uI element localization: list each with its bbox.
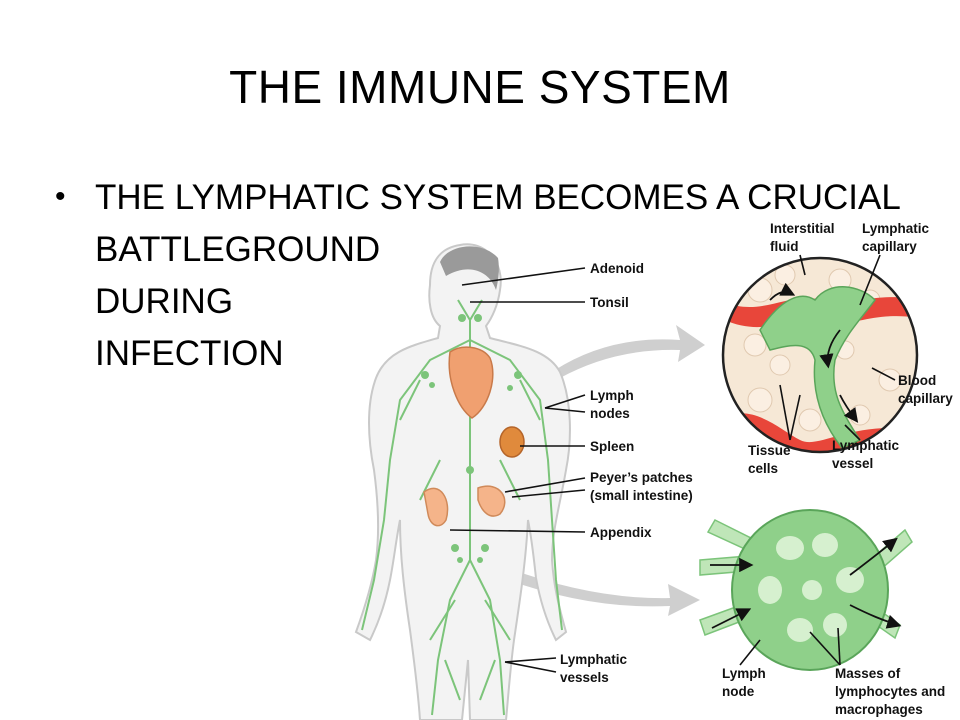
label-lymphatic-vessel-1: Lymphatic — [832, 438, 900, 453]
upper-connector-arrow — [555, 325, 705, 378]
label-lymphatic-vessels-1: Lymphatic — [560, 652, 628, 667]
label-lymph-node-2: node — [722, 684, 755, 699]
body-pointer-lines — [449, 267, 586, 673]
thymus-heart-organ — [448, 346, 494, 419]
bullet-line-4: INFECTION — [95, 334, 284, 373]
intestine-organ — [423, 485, 506, 527]
label-tissue-cells-1: Tissue — [748, 443, 791, 458]
label-lymph-nodes-1: Lymph — [590, 388, 634, 403]
label-blood-capillary-2: capillary — [898, 391, 953, 406]
slide-title: THE IMMUNE SYSTEM — [229, 61, 731, 113]
label-interstitial-1: Interstitial — [770, 221, 835, 236]
label-lymphatic-vessels-2: vessels — [560, 670, 609, 685]
bullet-line-3: DURING — [95, 282, 234, 321]
bullet-line-2: BATTLEGROUND — [95, 230, 381, 269]
human-body — [354, 243, 571, 720]
label-lymph-nodes-2: nodes — [590, 406, 630, 421]
label-masses-1: Masses of — [835, 666, 901, 681]
bullet-line-1: THE LYMPHATIC SYSTEM BECOMES A CRUCIAL — [95, 178, 901, 217]
label-masses-2: lymphocytes and — [835, 684, 945, 699]
lymph-vessel-network — [361, 299, 563, 716]
node-flow-arrows — [710, 537, 902, 629]
lymphocyte-masses — [758, 533, 864, 642]
lower-connector-arrow — [495, 565, 700, 616]
label-lymphatic-vessel-2: vessel — [832, 456, 873, 471]
capillary-magnification — [721, 254, 919, 454]
head-hair — [440, 246, 499, 290]
label-lymph-capillary-1: Lymphatic — [862, 221, 930, 236]
node-pointer-lines — [739, 627, 841, 666]
label-spleen: Spleen — [590, 439, 634, 454]
label-tonsil: Tonsil — [590, 295, 629, 310]
flow-arrows — [769, 282, 859, 423]
label-masses-3: macrophages — [835, 702, 923, 717]
label-interstitial-2: fluid — [770, 239, 799, 254]
label-peyers-2: (small intestine) — [590, 488, 693, 503]
label-appendix: Appendix — [590, 525, 652, 540]
label-lymph-capillary-2: capillary — [862, 239, 917, 254]
bullet-dot: • — [55, 180, 66, 213]
lymph-node-cross-section — [699, 509, 913, 671]
lymph-node-clusters — [421, 314, 522, 563]
spleen-organ — [499, 426, 525, 458]
label-lymph-node-1: Lymph — [722, 666, 766, 681]
body-outline — [354, 243, 571, 720]
label-peyers-1: Peyer’s patches — [590, 470, 693, 485]
capillary-pointer-lines — [779, 254, 896, 441]
lymphatic-capillary-shape — [759, 286, 876, 449]
label-tissue-cells-2: cells — [748, 461, 778, 476]
label-blood-capillary-1: Blood — [898, 373, 936, 388]
label-adenoid: Adenoid — [590, 261, 644, 276]
